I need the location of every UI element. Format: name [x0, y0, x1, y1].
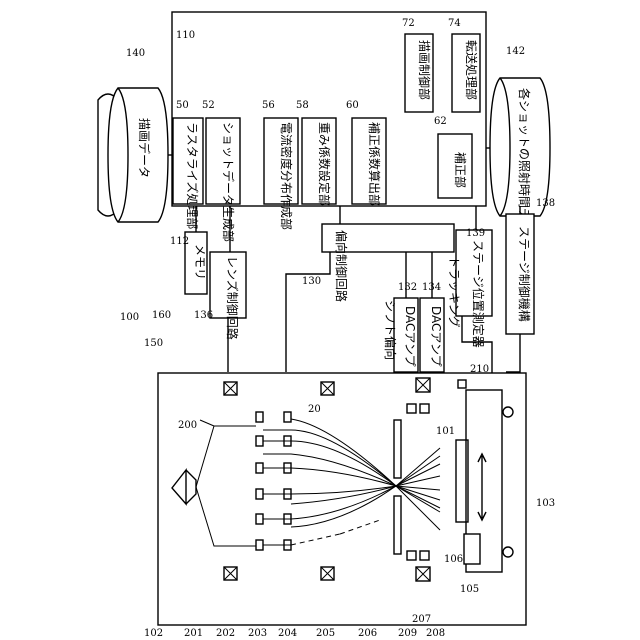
svg-text:補正部: 補正部	[453, 152, 468, 188]
svg-text:DACアンプ: DACアンプ	[429, 306, 443, 367]
svg-text:72: 72	[402, 18, 415, 29]
svg-text:204: 204	[278, 628, 297, 639]
svg-text:207: 207	[412, 614, 431, 625]
svg-text:50: 50	[176, 100, 189, 111]
svg-text:電流密度分布作成部: 電流密度分布作成部	[279, 122, 294, 230]
svg-text:ステージ制御機構: ステージ制御機構	[517, 226, 532, 322]
svg-text:201: 201	[184, 628, 203, 639]
svg-text:レンズ制御回路: レンズ制御回路	[225, 256, 240, 340]
svg-text:56: 56	[262, 100, 275, 111]
svg-text:150: 150	[144, 338, 163, 349]
svg-text:ステージ位置測定器: ステージ位置測定器	[471, 240, 486, 348]
dac-amp-134: DACアンプ	[420, 298, 444, 372]
svg-text:62: 62	[434, 116, 447, 127]
svg-text:110: 110	[176, 30, 195, 41]
svg-text:描画制御部: 描画制御部	[417, 40, 432, 100]
correction-coef-block: 補正係数算出部	[352, 118, 386, 206]
svg-text:補正係数算出部: 補正係数算出部	[367, 122, 382, 206]
svg-text:210: 210	[470, 364, 489, 375]
svg-text:142: 142	[506, 46, 525, 57]
svg-text:112: 112	[170, 236, 189, 247]
svg-text:208: 208	[426, 628, 445, 639]
tracking-label: トラッキング	[447, 256, 461, 328]
transfer-block: 転送処理部	[452, 34, 480, 112]
svg-text:100: 100	[120, 312, 139, 323]
shift-deflect-label: シフト偏向	[383, 300, 398, 360]
svg-text:ショットデータ生成部: ショットデータ生成部	[221, 122, 236, 242]
svg-text:DACアンプ: DACアンプ	[403, 306, 417, 367]
svg-text:203: 203	[248, 628, 267, 639]
draw-data-storage: 描画データ	[98, 88, 168, 222]
svg-text:描画データ: 描画データ	[137, 118, 152, 178]
svg-text:130: 130	[302, 276, 321, 287]
svg-text:138: 138	[536, 198, 555, 209]
svg-text:重み係数設定部: 重み係数設定部	[317, 122, 332, 206]
svg-text:200: 200	[178, 420, 197, 431]
svg-text:160: 160	[152, 310, 171, 321]
correction-block: 補正部	[438, 134, 472, 198]
svg-text:202: 202	[216, 628, 235, 639]
svg-text:60: 60	[346, 100, 359, 111]
svg-text:206: 206	[358, 628, 377, 639]
svg-text:101: 101	[436, 426, 455, 437]
weight-coef-block: 重み係数設定部	[302, 118, 336, 206]
svg-text:140: 140	[126, 48, 145, 59]
svg-text:105: 105	[460, 584, 479, 595]
svg-text:102: 102	[144, 628, 163, 639]
svg-text:134: 134	[422, 282, 441, 293]
stage-control-block: ステージ制御機構	[506, 214, 534, 334]
svg-text:74: 74	[448, 18, 461, 29]
svg-text:偏向制御回路: 偏向制御回路	[334, 230, 349, 302]
draw-control-block: 描画制御部	[405, 34, 433, 112]
svg-text:106: 106	[444, 554, 463, 565]
svg-text:58: 58	[296, 100, 309, 111]
svg-text:139: 139	[466, 228, 485, 239]
svg-text:205: 205	[316, 628, 335, 639]
svg-text:メモリ: メモリ	[193, 244, 207, 280]
svg-text:52: 52	[202, 100, 215, 111]
svg-text:20: 20	[308, 404, 321, 415]
svg-text:ラスタライズ処理部: ラスタライズ処理部	[185, 122, 200, 229]
svg-text:転送処理部: 転送処理部	[464, 40, 479, 100]
shot-data-block: ショットデータ生成部	[206, 118, 240, 242]
svg-text:209: 209	[398, 628, 417, 639]
current-density-block: 電流密度分布作成部	[264, 118, 298, 230]
svg-text:136: 136	[194, 310, 213, 321]
svg-text:132: 132	[398, 282, 417, 293]
svg-text:103: 103	[536, 498, 555, 509]
rasterize-block: ラスタライズ処理部	[173, 118, 203, 229]
